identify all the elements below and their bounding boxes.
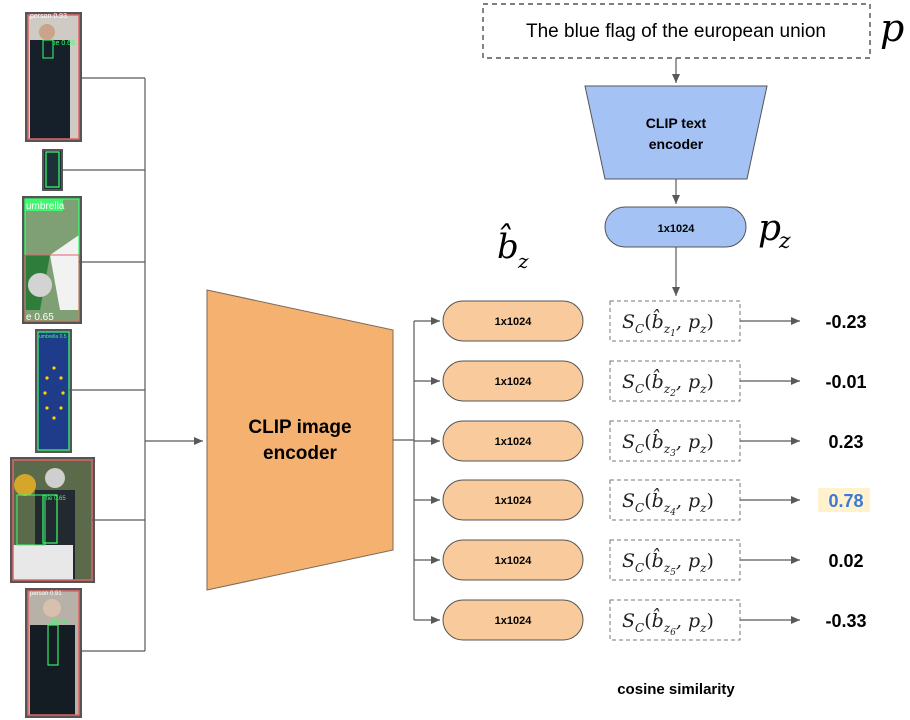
box-embedding-pill [442, 539, 584, 581]
similarity-box [609, 479, 741, 521]
box-embeddings-symbol: b̂ z [497, 224, 529, 273]
clip-image-encoder: CLIP image encoder [206, 289, 394, 591]
similarity-formula: SC(b̂z2, pz) [622, 368, 714, 399]
similarity-row: 1x1024 SC(b̂z5, pz) 0.02 [442, 539, 864, 581]
text-embedding-dim: 1x1024 [658, 223, 696, 235]
crop-2 [42, 149, 63, 191]
crop-1-label: person 0.93 [30, 13, 67, 20]
text-embedding: 1x1024 p z [604, 206, 791, 254]
box-embeddings-sub: z [517, 249, 529, 273]
box-embedding-pill [442, 360, 584, 402]
similarity-score: -0.01 [825, 372, 866, 392]
similarity-box [609, 300, 741, 342]
similarity-row: 1x1024 SC(b̂z3, pz) 0.23 [442, 420, 864, 462]
similarity-row: 1x1024 SC(b̂z4, pz) 0.78 [442, 479, 870, 521]
similarity-formula: SC(b̂z3, pz) [622, 428, 714, 459]
crop-4-label: umbrella 0.5 [39, 334, 67, 340]
prompt-symbol: p [880, 6, 904, 50]
crop-1: person 0.93 tie 0.65 [25, 12, 82, 142]
similarity-box [609, 360, 741, 402]
box-embedding-pill [442, 479, 584, 521]
box-embedding-dim: 1x1024 [495, 316, 533, 328]
crop-6: person 0.91 tie 0.7 [25, 588, 82, 718]
similarity-score: -0.23 [825, 312, 866, 332]
crop-5-tie: tie 0.65 [46, 496, 66, 502]
similarity-score: -0.33 [825, 611, 866, 631]
box-embedding-dim: 1x1024 [495, 376, 533, 388]
crop-3-label: umbrella [26, 201, 65, 212]
box-embedding-dim: 1x1024 [495, 555, 533, 567]
text-embedding-sub: z [778, 229, 791, 254]
similarity-formula: SC(b̂z1, pz) [622, 308, 714, 339]
crop-4: umbrella 0.5 [35, 329, 72, 453]
crop-1-tie: tie 0.65 [52, 40, 75, 47]
similarity-box [609, 420, 741, 462]
similarity-formula: SC(b̂z6, pz) [622, 607, 714, 638]
similarity-score: 0.02 [828, 551, 863, 571]
similarity-score: 0.78 [828, 491, 863, 511]
crop-connector [63, 77, 203, 652]
box-embeddings-letter: b̂ [497, 224, 519, 267]
similarity-formula: SC(b̂z5, pz) [622, 547, 714, 578]
crop-5: tie 0.65 [10, 457, 95, 583]
prompt: The blue flag of the european union p [482, 3, 904, 59]
embedding-fan [393, 317, 440, 624]
crop-6-tie: tie 0.7 [52, 619, 71, 626]
similarity-row: 1x1024 SC(b̂z6, pz) -0.33 [442, 599, 867, 641]
image-encoder-line2: encoder [263, 443, 338, 464]
box-embedding-dim: 1x1024 [495, 615, 533, 627]
similarity-score: 0.23 [828, 432, 863, 452]
crop-3: umbrella e 0.65 [22, 196, 82, 324]
similarity-box [609, 539, 741, 581]
text-encoder-line1: CLIP text [646, 115, 707, 131]
similarity-row: 1x1024 SC(b̂z2, pz) -0.01 [442, 360, 867, 402]
crop-6-label: person 0.91 [30, 591, 62, 597]
similarity-row: 1x1024 SC(b̂z1, pz) -0.23 [442, 300, 867, 342]
image-encoder-line1: CLIP image [248, 417, 351, 438]
score-highlight [818, 488, 870, 512]
prompt-text: The blue flag of the european union [526, 21, 826, 42]
crop-3-tie: e 0.65 [26, 312, 54, 323]
clip-text-encoder: CLIP text encoder [584, 85, 768, 180]
text-embedding-symbol: p [758, 208, 781, 249]
similarity-formula: SC(b̂z4, pz) [622, 487, 714, 518]
box-embedding-dim: 1x1024 [495, 436, 533, 448]
text-encoder-line2: encoder [649, 136, 704, 152]
box-embedding-pill [442, 420, 584, 462]
footer-label: cosine similarity [617, 681, 735, 698]
box-embedding-dim: 1x1024 [495, 495, 533, 507]
box-embedding-pill [442, 300, 584, 342]
box-embedding-pill [442, 599, 584, 641]
